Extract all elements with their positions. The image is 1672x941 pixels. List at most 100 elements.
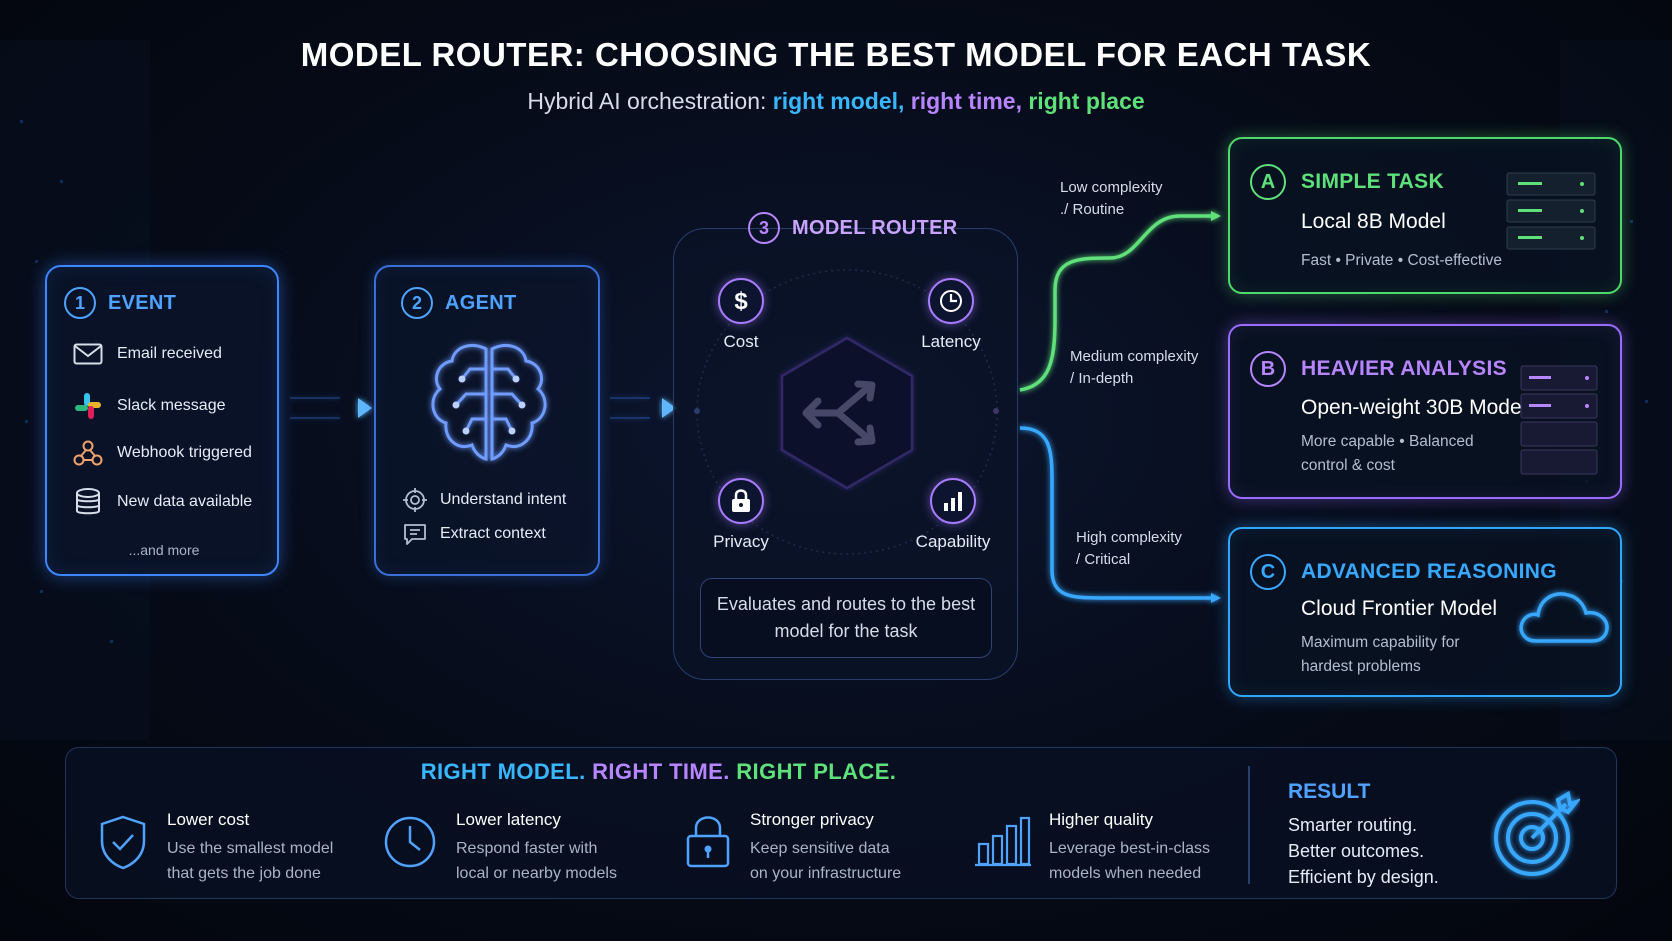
result-line: Smarter routing. <box>1288 815 1418 835</box>
route-label-simple: Low complexity ./ Routine <box>1060 177 1163 221</box>
result-text: Smarter routing. Better outcomes. Effici… <box>1288 812 1439 890</box>
subtitle-right-time: right time, <box>910 88 1022 114</box>
database-icon <box>76 488 100 515</box>
route-label-line: / In-depth <box>1070 370 1134 387</box>
event-item-webhook: Webhook triggered <box>73 439 252 467</box>
benefit-desc: local or nearby models <box>456 865 617 882</box>
target-icon <box>1494 790 1580 876</box>
benefit-desc: Keep sensitive data <box>750 840 890 857</box>
target-icon <box>403 488 427 512</box>
page-subtitle: Hybrid AI orchestration: right model, ri… <box>0 88 1672 115</box>
dollar-icon: $ <box>718 278 764 324</box>
option-desc-line: More capable • Balanced <box>1301 433 1474 450</box>
factor-label: Capability <box>915 532 991 551</box>
event-more: ...and more <box>128 542 200 558</box>
option-card-heavier: B HEAVIER ANALYSIS Open-weight 30B Model… <box>1228 324 1622 499</box>
arrow-event-to-agent <box>282 397 372 419</box>
benefit-desc: Use the smallest model <box>167 840 334 857</box>
mail-icon <box>73 343 103 365</box>
benefit-title: Lower latency <box>456 810 561 829</box>
factor-label: Privacy <box>713 532 769 551</box>
bottom-tagline: RIGHT MODEL. RIGHT TIME. RIGHT PLACE. <box>65 759 1252 785</box>
chat-icon <box>404 524 426 545</box>
route-advanced <box>1019 426 1221 603</box>
svg-text:$: $ <box>734 288 748 314</box>
event-item-label: Email received <box>117 345 222 362</box>
benefit-desc: that gets the job done <box>167 865 321 882</box>
option-letter: A <box>1250 164 1286 200</box>
option-desc: Maximum capability for hardest problems <box>1301 631 1460 679</box>
benefit-lower-cost: Lower cost Use the smallest model that g… <box>97 810 333 886</box>
event-item-data: New data available <box>73 487 252 517</box>
route-label-heavier: Medium complexity / In-depth <box>1070 346 1198 390</box>
event-item-email: Email received <box>73 343 222 365</box>
factor-cost: $ Cost <box>701 278 781 352</box>
factor-latency: Latency <box>911 278 991 352</box>
event-item-label: Webhook triggered <box>117 444 252 461</box>
lock-icon <box>686 816 730 868</box>
route-label-line: ./ Routine <box>1060 201 1125 218</box>
agent-item-context: Extract context <box>402 522 546 546</box>
option-card-advanced: C ADVANCED REASONING Cloud Frontier Mode… <box>1228 527 1622 697</box>
lock-icon <box>718 478 764 524</box>
bar-chart-icon <box>975 816 1031 867</box>
benefit-stronger-privacy: Stronger privacy Keep sensitive data on … <box>684 810 901 886</box>
option-header: A SIMPLE TASK <box>1250 164 1444 200</box>
event-card: 1 EVENT Email received Slack message Web… <box>45 265 279 576</box>
route-label-line: / Critical <box>1076 551 1131 568</box>
subtitle-right-model: right model, <box>772 88 905 114</box>
benefit-title: Higher quality <box>1049 810 1153 829</box>
bar-chart-icon <box>930 478 976 524</box>
factor-privacy: Privacy <box>701 478 781 552</box>
event-item-label: New data available <box>117 493 253 510</box>
bottom-divider <box>1248 766 1250 884</box>
clock-icon <box>928 278 974 324</box>
router-label: MODEL ROUTER <box>792 216 958 239</box>
benefit-desc: on your infrastructure <box>750 865 902 882</box>
subtitle-prefix: Hybrid AI orchestration: <box>527 88 773 114</box>
benefit-lower-latency: Lower latency Respond faster with local … <box>382 810 617 886</box>
subtitle-right-place: right place <box>1028 88 1145 114</box>
router-step-number: 3 <box>748 212 780 244</box>
option-title: SIMPLE TASK <box>1301 170 1444 193</box>
benefit-desc: models when needed <box>1049 865 1202 882</box>
webhook-icon <box>73 440 103 466</box>
event-item-slack: Slack message <box>73 391 226 421</box>
router-note: Evaluates and routes to the best model f… <box>700 578 992 658</box>
agent-item-label: Understand intent <box>440 491 567 508</box>
option-header: C ADVANCED REASONING <box>1250 554 1557 590</box>
option-letter: B <box>1250 351 1286 387</box>
event-step-number: 1 <box>64 287 96 319</box>
page-title: MODEL ROUTER: CHOOSING THE BEST MODEL FO… <box>300 36 1372 73</box>
option-desc-line: Maximum capability for <box>1301 634 1460 651</box>
route-label-line: High complexity <box>1076 529 1182 546</box>
router-header: 3 MODEL ROUTER <box>748 212 957 244</box>
benefit-desc: Respond faster with <box>456 840 598 857</box>
option-model: Local 8B Model <box>1301 210 1446 233</box>
option-letter: C <box>1250 554 1286 590</box>
option-model: Cloud Frontier Model <box>1301 597 1498 620</box>
agent-item-label: Extract context <box>440 525 546 542</box>
clock-icon <box>384 816 436 868</box>
agent-label: AGENT <box>445 291 517 314</box>
event-header: 1 EVENT <box>64 287 176 319</box>
benefit-desc: Leverage best-in-class <box>1049 840 1210 857</box>
option-desc-line: hardest problems <box>1301 658 1421 675</box>
route-simple <box>1019 211 1221 392</box>
route-label-line: Medium complexity <box>1070 348 1199 365</box>
option-title: ADVANCED REASONING <box>1301 560 1557 583</box>
option-title: HEAVIER ANALYSIS <box>1301 357 1507 380</box>
option-desc: More capable • Balanced control & cost <box>1301 430 1474 478</box>
cloud-icon <box>1519 592 1609 643</box>
agent-card: 2 AGENT Understand intent Extract contex… <box>374 265 600 576</box>
brain-icon <box>431 344 547 461</box>
agent-header: 2 AGENT <box>401 287 517 319</box>
tagline-right-time: RIGHT TIME. <box>592 759 730 784</box>
agent-item-intent: Understand intent <box>402 487 566 513</box>
agent-step-number: 2 <box>401 287 433 319</box>
route-label-line: Low complexity <box>1060 179 1163 196</box>
benefit-title: Lower cost <box>167 810 250 829</box>
server-icon <box>1520 365 1598 475</box>
result-title: RESULT <box>1288 780 1371 803</box>
factor-label: Cost <box>723 332 759 351</box>
